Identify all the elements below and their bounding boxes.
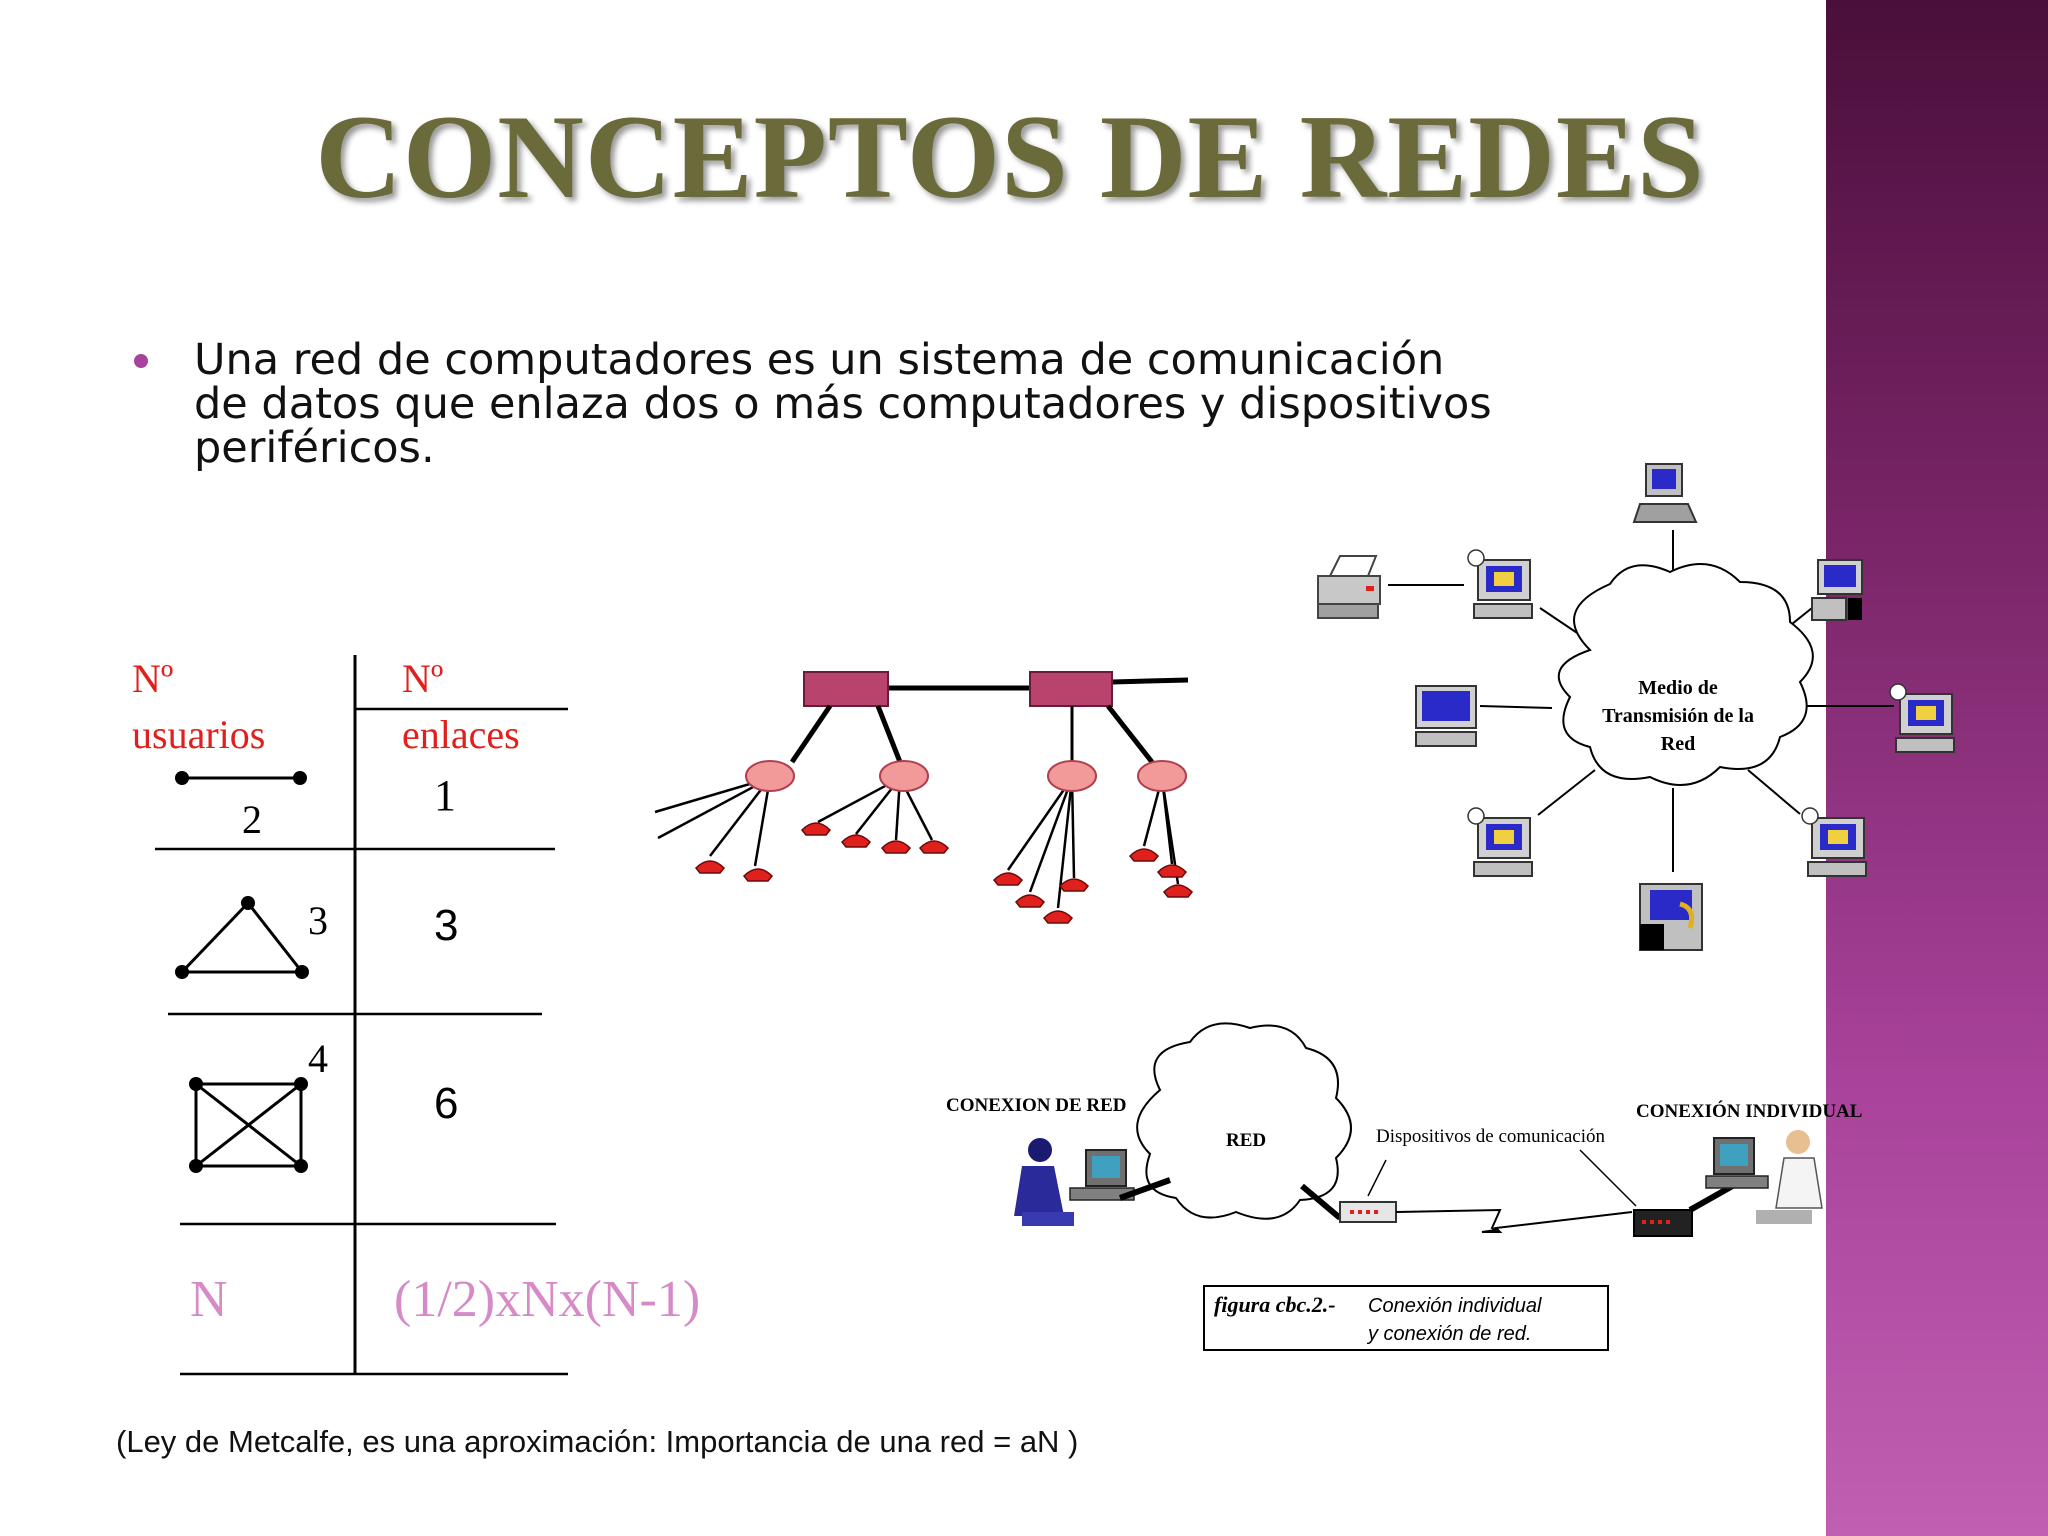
storage-icon: [1639, 883, 1703, 951]
links-table: Nº usuarios Nº enlaces 2 1 3 3: [132, 655, 700, 1376]
workstation-icon: [1801, 807, 1867, 877]
connection-diagram: CONEXION DE RED CONEXIÓN INDIVIDUAL RED …: [946, 1022, 1862, 1351]
graph-3-nodes: [175, 896, 309, 979]
network-cloud: [1136, 1022, 1352, 1220]
col2-header-line1: Nº: [402, 656, 443, 701]
cloud-label-line1: Medio de: [1638, 677, 1718, 699]
star-network-diagram: Medio de Transmisión de la Red: [1317, 463, 1955, 951]
bullet-text: Una red de computadores es un sistema de…: [194, 335, 1492, 473]
col1-header-line2: usuarios: [132, 712, 265, 757]
monitor-icon: [1415, 685, 1477, 747]
formula-n: N: [190, 1271, 228, 1328]
cloud-label-line2: Transmisión de la: [1602, 705, 1754, 727]
graph-4-nodes: [189, 1077, 308, 1173]
row3-users: 4: [308, 1036, 328, 1081]
label-devices: Dispositivos de comunicación: [1376, 1126, 1606, 1147]
workstation-icon: [1467, 549, 1533, 619]
row1-users: 2: [242, 797, 262, 842]
graph-2-nodes: [175, 771, 307, 785]
bullet-marker: [134, 354, 148, 368]
row3-links: 6: [434, 1079, 458, 1128]
formula-links: (1/2)xNx(N-1): [394, 1271, 700, 1328]
row2-users: 3: [308, 898, 328, 943]
workstation-icon: [1889, 683, 1955, 753]
user-at-computer-icon: [1014, 1138, 1135, 1226]
slide-title: CONCEPTOS DE REDES: [315, 90, 1705, 223]
user-at-computer-icon: [1705, 1130, 1823, 1224]
transmission-cloud: [1557, 563, 1814, 786]
printer-icon: [1317, 555, 1381, 619]
caption-figure-label: figura cbc.2.-: [1214, 1292, 1336, 1317]
label-individual-connection: CONEXIÓN INDIVIDUAL: [1636, 1100, 1862, 1122]
tree-network-diagram: [654, 671, 1194, 924]
label-red: RED: [1226, 1130, 1266, 1151]
label-network-connection: CONEXION DE RED: [946, 1095, 1127, 1116]
workstation-icon: [1811, 559, 1863, 621]
cloud-label-line3: Red: [1661, 733, 1695, 755]
phone-icons: [694, 822, 1194, 924]
footnote-metcalfe: (Ley de Metcalfe, es una aproximación: I…: [116, 1424, 1079, 1459]
caption-line1: Conexión individual: [1368, 1295, 1542, 1317]
figure-caption-box: [1203, 1285, 1609, 1351]
modem-icon: [1633, 1209, 1693, 1237]
caption-line2: y conexión de red.: [1366, 1323, 1531, 1345]
hub-box-1: [803, 671, 889, 707]
server-icon: [1632, 463, 1698, 523]
hub-box-2: [1029, 671, 1113, 707]
row2-links: 3: [434, 901, 458, 950]
col2-header-line2: enlaces: [402, 712, 520, 757]
workstation-icon: [1467, 807, 1533, 877]
col1-header-line1: Nº: [132, 656, 173, 701]
row1-links: 1: [434, 771, 456, 820]
decorative-side-band: [1826, 0, 2048, 1536]
